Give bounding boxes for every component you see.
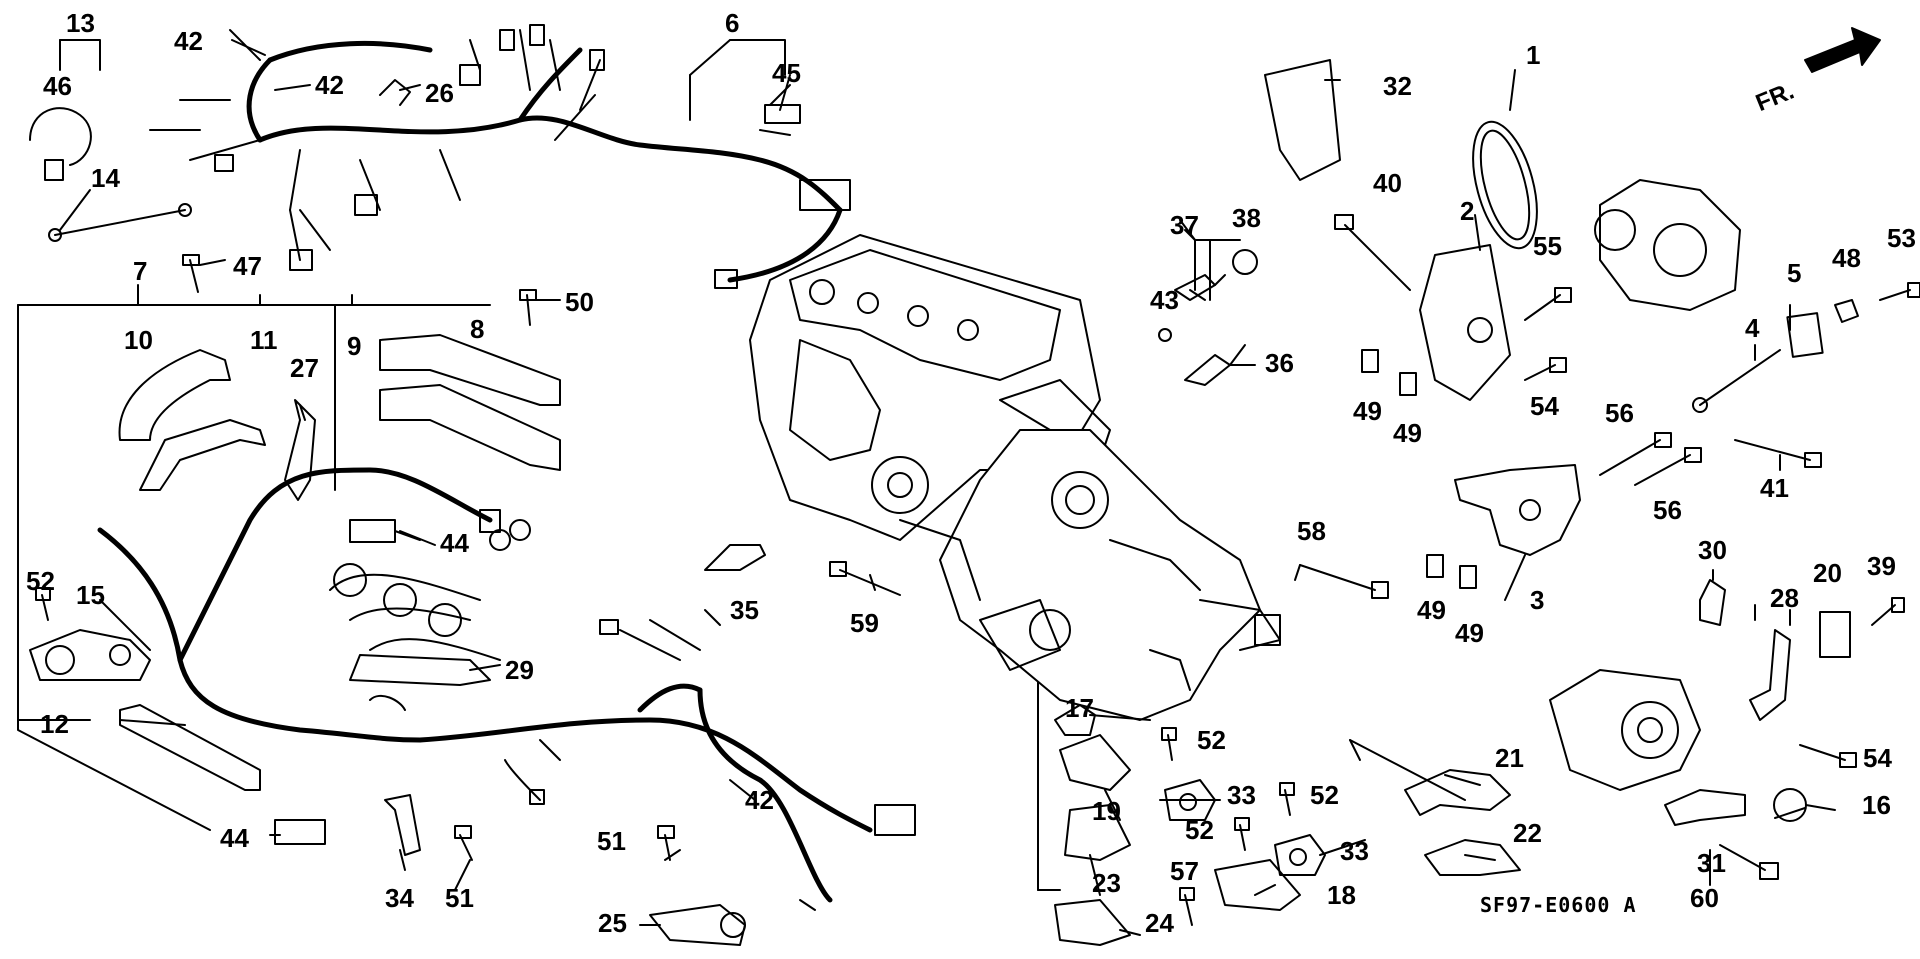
small-parts	[29, 27, 1920, 946]
part-callout-21: 21	[1495, 743, 1524, 773]
part-callout-42b: 42	[315, 70, 344, 100]
diagram-code: SF97-E0600 A	[1480, 893, 1637, 917]
part-callout-36: 36	[1265, 348, 1294, 378]
part-callout-48: 48	[1832, 243, 1861, 273]
part-callout-28: 28	[1770, 583, 1799, 613]
part-callout-40: 40	[1373, 168, 1402, 198]
part-callout-53: 53	[1887, 223, 1916, 253]
part-callout-34: 34	[385, 883, 414, 913]
part-callout-24: 24	[1145, 908, 1174, 938]
part-callout-16: 16	[1862, 790, 1891, 820]
part-callout-44a: 44	[440, 528, 469, 558]
part-callout-56b: 56	[1653, 495, 1682, 525]
part-callout-33a: 33	[1227, 780, 1256, 810]
part-callout-46: 46	[43, 71, 72, 101]
part-callout-26: 26	[425, 78, 454, 108]
part-callout-29: 29	[505, 655, 534, 685]
part-callout-50: 50	[565, 287, 594, 317]
part-callout-39: 39	[1867, 551, 1896, 581]
part-callout-52a: 52	[26, 566, 55, 596]
part-callout-35: 35	[730, 595, 759, 625]
part-callout-7: 7	[133, 256, 148, 286]
part-callout-58: 58	[1297, 516, 1326, 546]
part-callout-38: 38	[1232, 203, 1261, 233]
part-callout-3: 3	[1530, 585, 1545, 615]
part-callout-52b: 52	[1197, 725, 1226, 755]
part-callout-30: 30	[1698, 535, 1727, 565]
part-callout-60: 60	[1690, 883, 1719, 913]
part-callout-37: 37	[1170, 210, 1199, 240]
part-callout-14: 14	[91, 163, 120, 193]
part-callout-57: 57	[1170, 856, 1199, 886]
part-callout-54b: 54	[1863, 743, 1892, 773]
part-callout-47: 47	[233, 251, 262, 281]
part-callout-1: 1	[1526, 40, 1541, 70]
part-callout-12: 12	[40, 709, 69, 739]
part-callout-5: 5	[1787, 258, 1802, 288]
part-callout-17: 17	[1065, 693, 1094, 723]
part-callout-59: 59	[850, 608, 879, 638]
part-callout-42a: 42	[174, 26, 203, 56]
part-callout-41: 41	[1760, 473, 1789, 503]
part-callout-20: 20	[1813, 558, 1842, 588]
part-callout-52d: 52	[1185, 815, 1214, 845]
part-callout-18: 18	[1327, 880, 1356, 910]
part-callout-22: 22	[1513, 818, 1542, 848]
part-callout-55: 55	[1533, 231, 1562, 261]
part-callout-11: 11	[250, 325, 278, 355]
lower-wire-harness	[97, 467, 873, 903]
part-callout-10: 10	[124, 325, 153, 355]
part-callout-8: 8	[470, 314, 485, 344]
part-callout-49a: 49	[1353, 396, 1382, 426]
part-callout-54a: 54	[1530, 391, 1559, 421]
group-bracket-lines	[17, 39, 1466, 891]
part-callout-42c: 42	[745, 785, 774, 815]
part-callout-32: 32	[1383, 71, 1412, 101]
top-wire-branches	[149, 24, 851, 289]
part-callout-25: 25	[598, 908, 627, 938]
part-callout-51a: 51	[597, 826, 626, 856]
part-callout-49c: 49	[1417, 595, 1446, 625]
part-callout-15: 15	[76, 580, 105, 610]
engine-block	[749, 234, 1281, 721]
part-callout-43: 43	[1150, 285, 1179, 315]
part-callout-9: 9	[347, 331, 362, 361]
part-callout-56a: 56	[1605, 398, 1634, 428]
part-callout-6: 6	[725, 8, 740, 38]
part-callout-27: 27	[290, 353, 319, 383]
part-callout-33b: 33	[1340, 836, 1369, 866]
part-callout-44b: 44	[220, 823, 249, 853]
part-callout-31: 31	[1697, 848, 1726, 878]
part-callout-51b: 51	[445, 883, 474, 913]
part-callout-45: 45	[772, 58, 801, 88]
part-callout-52c: 52	[1310, 780, 1339, 810]
part-callout-49d: 49	[1455, 618, 1484, 648]
top-wire-harness	[246, 40, 843, 283]
part-callout-4: 4	[1745, 313, 1760, 343]
part-callout-23: 23	[1092, 868, 1121, 898]
leader-lines	[59, 39, 1806, 936]
part-callout-2: 2	[1460, 196, 1475, 226]
part-callout-13: 13	[66, 8, 95, 38]
part-callout-19: 19	[1092, 796, 1121, 826]
lower-wire-branches	[329, 509, 916, 911]
part-callout-49b: 49	[1393, 418, 1422, 448]
